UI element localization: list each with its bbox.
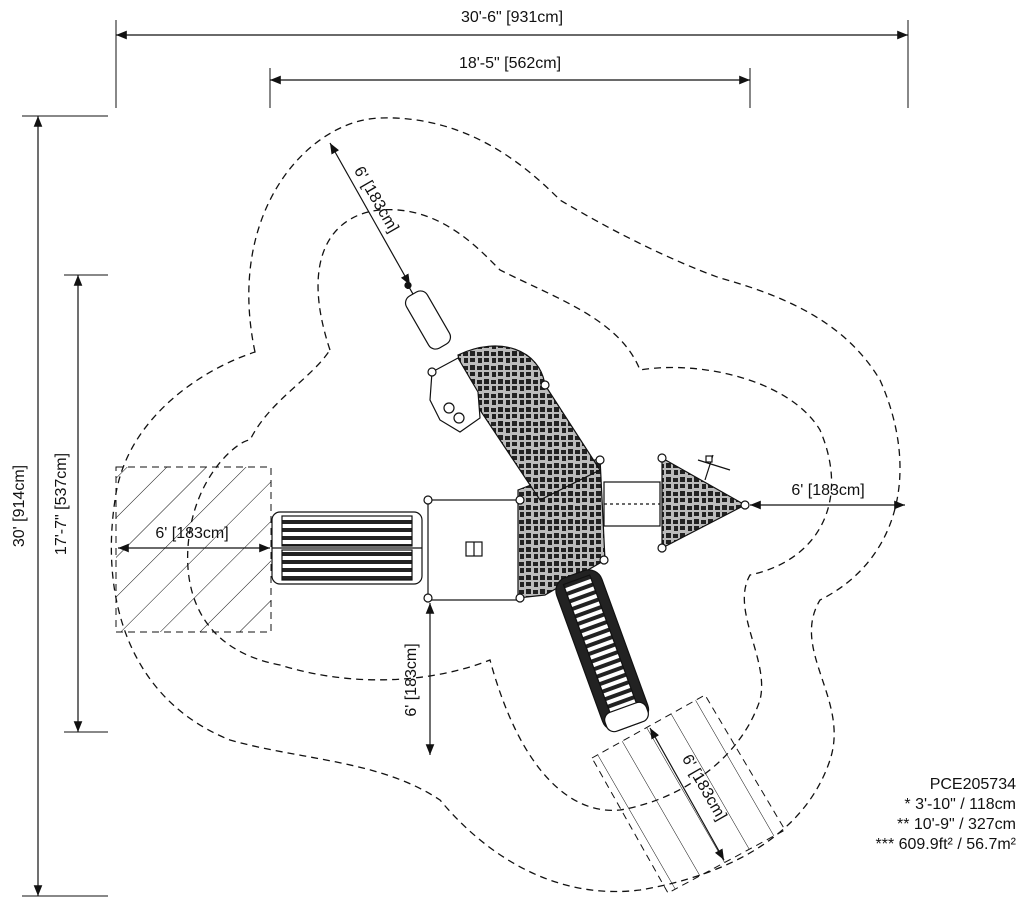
posts [423,367,750,603]
steering-wheel [697,454,731,481]
upper-step-deck [429,357,481,433]
overall-depth-label: 30' [914cm] [11,465,28,547]
spec-line-area: *** 609.9ft² / 56.7m² [875,836,1016,853]
overall-width-label: 30'-6" [931cm] [461,9,563,26]
play-structure [271,281,750,733]
triangle-climber [661,456,747,549]
clearance-top-dimension-line [329,142,411,286]
left-slide-clearance-zone [115,466,272,633]
spec-line-fall-height: ** 10'-9" / 327cm [896,816,1016,833]
tube-slide-bottom [555,569,650,733]
double-slide-left [271,511,423,585]
clearance-right-label: 6' [183cm] [791,482,864,499]
spec-block: PCE205734 * 3'-10" / 118cm ** 10'-9" / 3… [786,775,1016,855]
clearance-left-label: 6' [183cm] [155,525,228,542]
curved-climber-arm [457,345,601,501]
spec-line-height: * 3'-10" / 118cm [904,796,1016,813]
extension-lines [22,20,909,897]
clearance-bottom-label: 6' [183cm] [403,643,420,716]
clearance-slide-dimension-line [649,727,725,861]
model-number: PCE205734 [929,776,1016,793]
spring-rider [404,281,452,350]
structure-width-label: 18'-5" [562cm] [459,55,561,72]
structure-depth-label: 17'-7" [537cm] [53,453,70,555]
